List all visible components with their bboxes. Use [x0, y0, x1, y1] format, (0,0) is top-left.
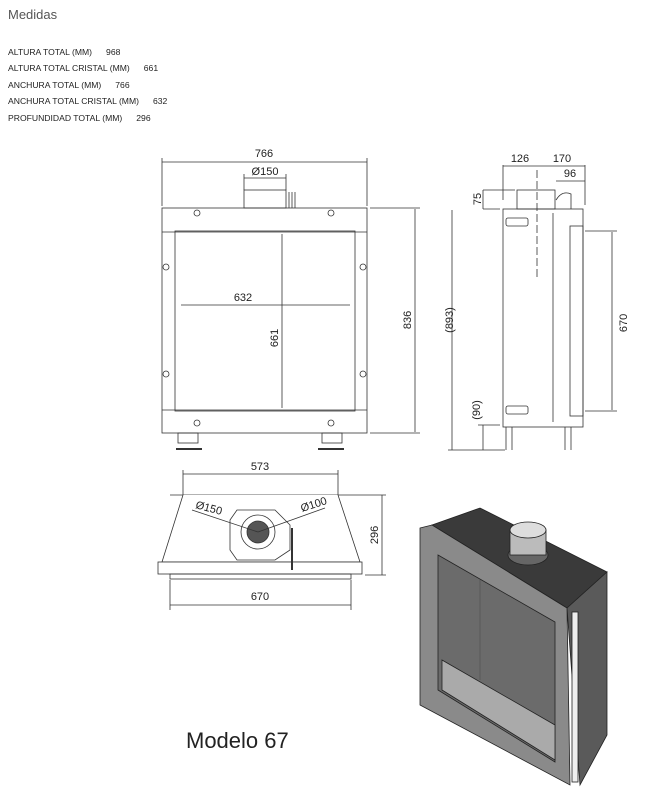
dim-glass-width: 632	[234, 292, 252, 304]
spec-label: ANCHURA TOTAL CRISTAL (MM)	[8, 96, 139, 107]
dim-front-height: 836	[402, 311, 414, 329]
spec-value: 296	[136, 112, 151, 123]
section-title: Medidas	[8, 7, 58, 22]
dim-side-total: (893)	[444, 307, 456, 333]
dim-front-width: 766	[255, 148, 273, 160]
dim-side-glass: 670	[618, 314, 630, 332]
spec-label: ANCHURA TOTAL (MM)	[8, 79, 102, 90]
spec-row: ANCHURA TOTAL (MM) 766	[8, 77, 167, 93]
dim-side-96: 96	[564, 168, 576, 180]
spec-value: 766	[115, 79, 130, 90]
spec-value: 632	[153, 96, 168, 107]
dim-side-170: 170	[553, 153, 571, 165]
spec-label: ALTURA TOTAL (MM)	[8, 47, 93, 57]
spec-label: ALTURA TOTAL CRISTAL (MM)	[8, 63, 130, 74]
dim-top-front: 670	[251, 591, 269, 603]
dim-top-back: 573	[251, 461, 269, 473]
front-view: 766 Ø150 632 661 836	[161, 148, 420, 450]
model-label: Modelo 67	[186, 728, 289, 753]
spec-row: PROFUNDIDAD TOTAL (MM) 296	[8, 110, 167, 126]
spec-row: ALTURA TOTAL (MM) 968	[8, 44, 167, 60]
dim-side-126: 126	[511, 153, 529, 165]
dim-glass-height: 661	[269, 329, 281, 347]
top-view: 573 670 296 Ø150 Ø100	[157, 461, 386, 610]
dim-front-flue: Ø150	[252, 166, 279, 178]
dim-side-feet: (90)	[471, 400, 483, 420]
spec-row: ALTURA TOTAL CRISTAL (MM) 661	[8, 60, 167, 76]
fireplace-render	[419, 507, 608, 787]
spec-row: ANCHURA TOTAL CRISTAL (MM) 632	[8, 93, 167, 109]
dim-top-depth: 296	[369, 526, 381, 544]
specs-list: ALTURA TOTAL (MM) 968 ALTURA TOTAL CRISTA…	[8, 44, 167, 126]
side-view: 126 170 96 75 (893) (90) 670	[444, 153, 630, 451]
spec-label: PROFUNDIDAD TOTAL (MM)	[8, 112, 123, 123]
spec-value: 661	[143, 63, 159, 74]
spec-value: 968	[106, 47, 121, 57]
dim-side-collar: 75	[472, 193, 484, 205]
